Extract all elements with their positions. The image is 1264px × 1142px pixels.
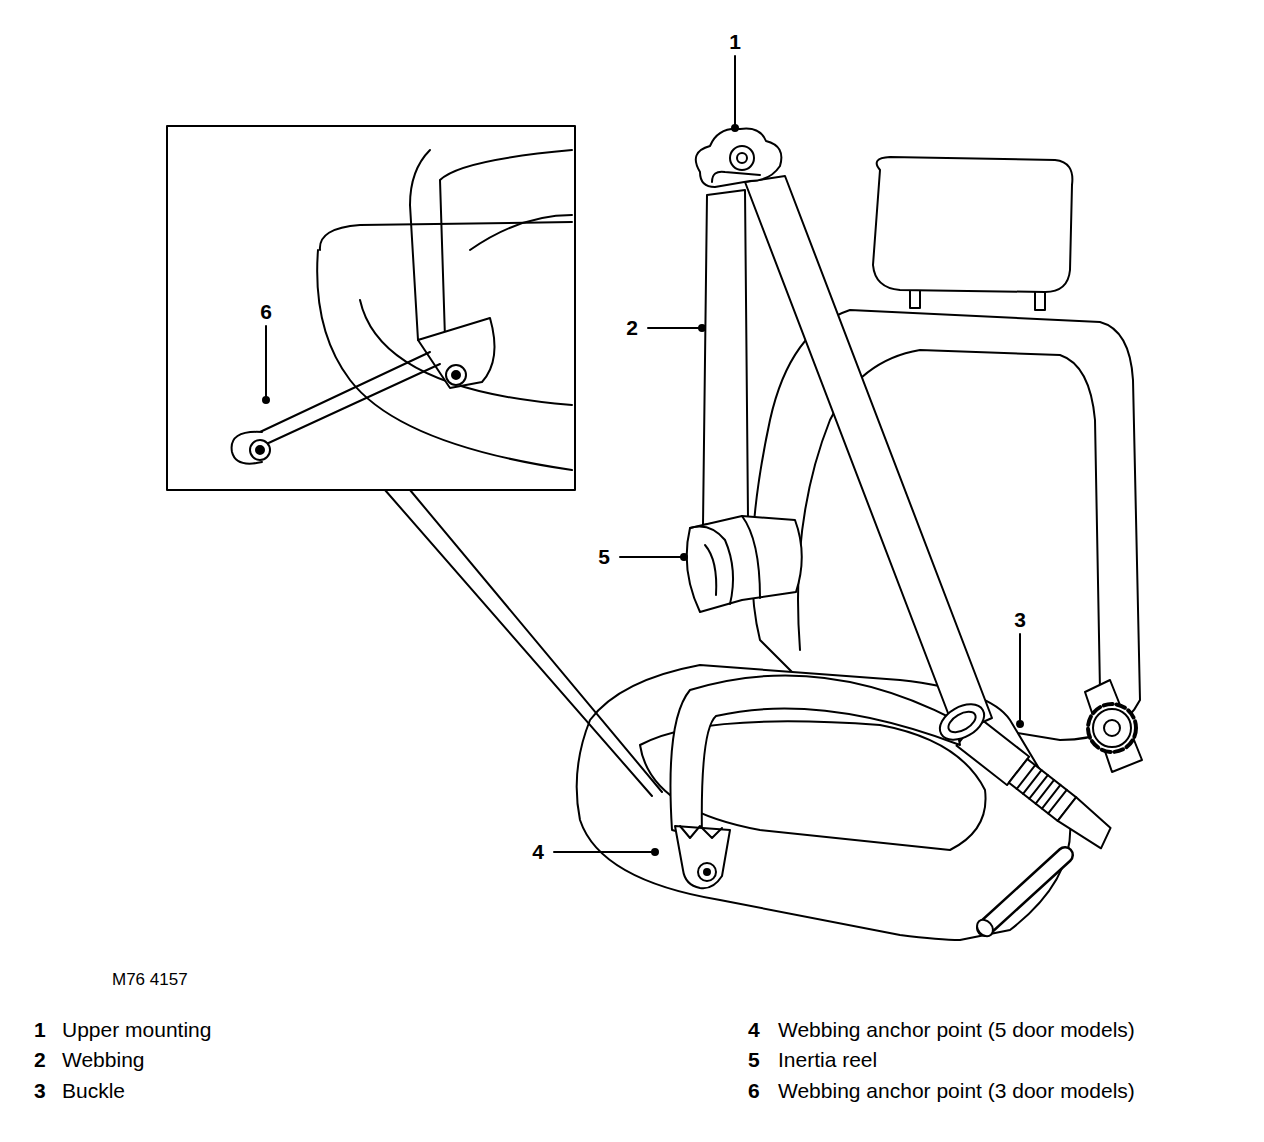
figure-code: M76 4157 [112,971,188,990]
legend-number: 1 [34,1018,46,1041]
legend-number: 2 [34,1048,46,1071]
legend-number: 5 [748,1048,760,1071]
legend-text: Upper mounting [62,1018,211,1041]
legend-text: Webbing [62,1048,145,1071]
callout-number: 4 [532,840,544,863]
legend-number: 6 [748,1079,760,1102]
legend-number: 3 [34,1079,46,1102]
legend-number: 4 [748,1018,760,1041]
legend-text: Webbing anchor point (3 door models) [778,1079,1135,1102]
legend-text: Buckle [62,1079,125,1102]
callout-number: 1 [729,30,741,53]
legend-text: Inertia reel [778,1048,877,1071]
callout-number: 6 [260,300,272,323]
callout-number: 3 [1014,608,1026,631]
legend-text: Webbing anchor point (5 door models) [778,1018,1135,1041]
callout-number: 5 [598,545,610,568]
callout-number: 2 [626,316,638,339]
